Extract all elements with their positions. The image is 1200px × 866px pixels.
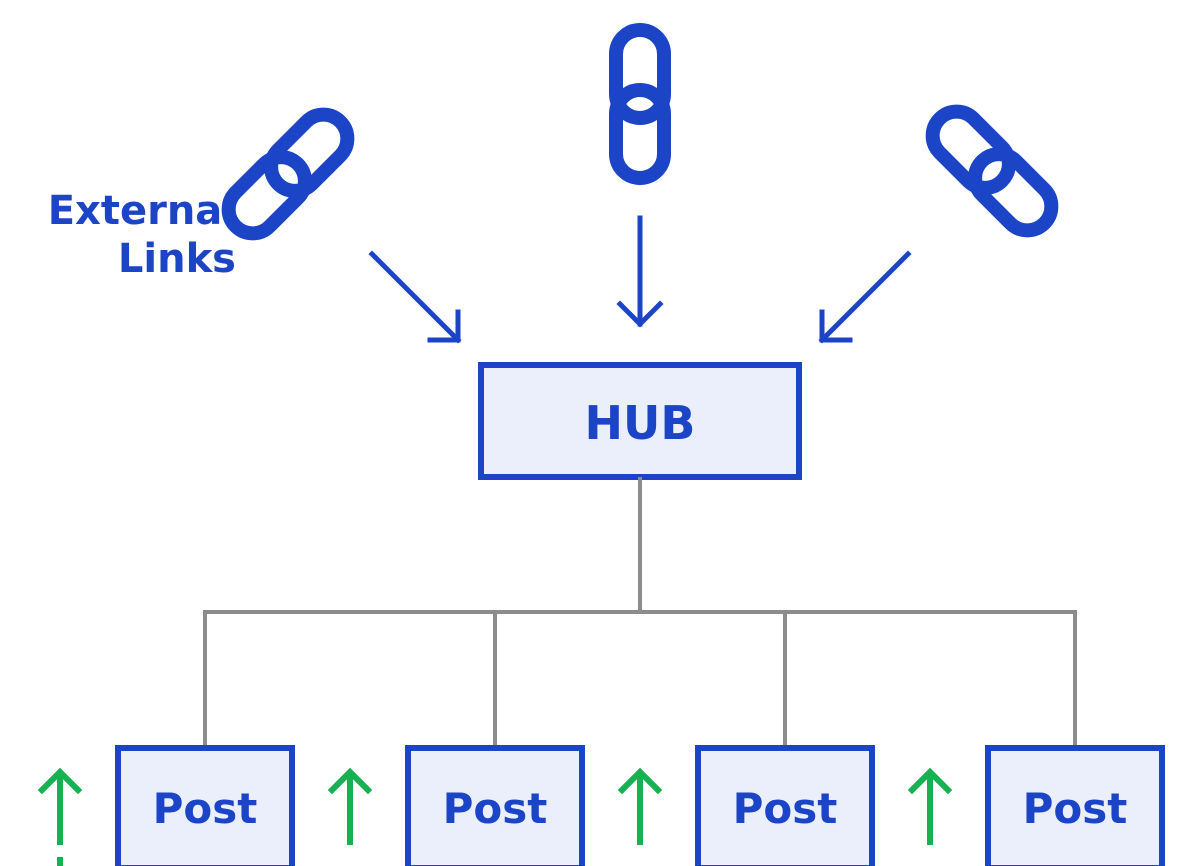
- post-box: [115, 745, 295, 866]
- link-chain-icon: [221, 107, 355, 241]
- post-label: Post: [733, 784, 838, 833]
- post-box: [405, 745, 585, 866]
- arrow-up-icon: [907, 767, 953, 845]
- connector-tree: [203, 477, 1077, 748]
- post-label: Post: [443, 784, 548, 833]
- link-chain-icon: [925, 104, 1059, 238]
- post-label: Post: [153, 784, 258, 833]
- arrow-up-icon: [327, 767, 373, 845]
- post-box: [985, 745, 1165, 866]
- hub-box: [478, 362, 802, 480]
- arrow-up-icon: [37, 767, 83, 866]
- arrow-down-icon: [616, 215, 664, 328]
- post-box: [695, 745, 875, 866]
- external-links-label-line2: Links: [118, 236, 236, 282]
- hub-label: HUB: [585, 396, 696, 450]
- arrow-up-icon: [617, 767, 663, 845]
- arrow-down-icon: [818, 250, 912, 344]
- external-links-label-line1: External: [48, 188, 236, 234]
- post-label: Post: [1023, 784, 1128, 833]
- arrow-down-icon: [368, 250, 462, 344]
- link-chain-icon: [609, 23, 671, 185]
